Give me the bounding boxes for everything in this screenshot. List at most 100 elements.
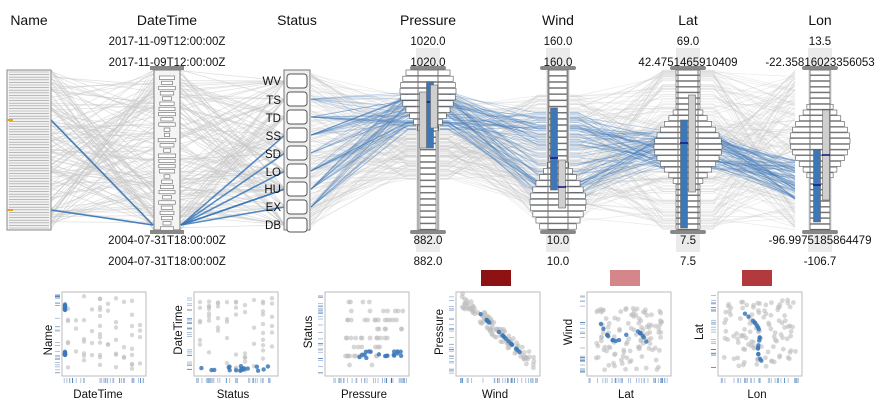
datetime-top-handle[interactable] bbox=[150, 66, 184, 70]
scatterplot-point bbox=[113, 325, 119, 330]
scatterplot-highlight-point bbox=[746, 314, 751, 319]
color-swatch-lon-lat[interactable] bbox=[742, 270, 772, 286]
axis-header-lon[interactable]: Lon bbox=[808, 12, 831, 28]
pressure-histogram-bar bbox=[402, 75, 454, 82]
scatterplot-highlight-point bbox=[638, 330, 643, 336]
pressure-bottom-handle[interactable] bbox=[410, 230, 446, 234]
scatterplot-point bbox=[777, 353, 783, 359]
scatterplot-point bbox=[97, 313, 103, 319]
scatterplot-point bbox=[260, 301, 266, 306]
axis-header-status[interactable]: Status bbox=[277, 12, 317, 28]
status-label-ss[interactable]: SS bbox=[266, 131, 282, 143]
lat-top-handle[interactable] bbox=[670, 66, 706, 70]
scatterplot-highlight-point bbox=[517, 349, 522, 355]
lat-bottom-handle[interactable] bbox=[670, 230, 706, 234]
scatterplot-point bbox=[129, 312, 135, 318]
status-category-db[interactable] bbox=[286, 217, 308, 233]
wind-histogram-bar bbox=[543, 168, 573, 175]
scatterplot-point bbox=[638, 338, 644, 344]
scatterplot-point bbox=[649, 312, 654, 318]
axis-header-pressure[interactable]: Pressure bbox=[400, 12, 456, 28]
scatterplot-point bbox=[605, 324, 611, 330]
axis-header-datetime[interactable]: DateTime bbox=[137, 12, 197, 28]
status-label-hu[interactable]: HU bbox=[264, 184, 281, 196]
status-label-sd[interactable]: SD bbox=[265, 149, 281, 161]
wind-histogram-bar bbox=[548, 69, 568, 76]
wind-histogram-bar bbox=[548, 137, 568, 144]
scatter-4-ylabel: Pressure bbox=[434, 309, 446, 355]
scatterplot-point bbox=[654, 367, 660, 372]
color-swatch-wind-pressure[interactable] bbox=[481, 270, 511, 286]
datetime-histogram-bar bbox=[161, 80, 173, 85]
datetime-bottom-handle[interactable] bbox=[150, 230, 184, 234]
scatterplot-point bbox=[215, 316, 221, 321]
scatterplot-point bbox=[785, 300, 791, 306]
status-category-sd[interactable] bbox=[286, 145, 308, 161]
lon-top-handle[interactable] bbox=[802, 66, 838, 70]
scatterplot-point bbox=[121, 354, 127, 360]
status-category-ts[interactable] bbox=[286, 91, 308, 107]
status-category-hu[interactable] bbox=[286, 181, 308, 197]
pressure-histogram-bar bbox=[419, 223, 437, 230]
pressure-min-outer: 882.0 bbox=[414, 256, 443, 268]
scatterplot-point bbox=[612, 351, 618, 357]
scatterplot-point bbox=[65, 341, 71, 346]
datetime-histogram-bar bbox=[158, 169, 176, 174]
axis-header-name[interactable]: Name bbox=[10, 12, 48, 28]
wind-bottom-handle[interactable] bbox=[540, 230, 576, 234]
lat-histogram-bar bbox=[675, 195, 701, 201]
status-label-ts[interactable]: TS bbox=[266, 95, 281, 107]
scatterplot-point bbox=[345, 317, 351, 323]
scatterplot-highlight-point bbox=[391, 349, 397, 354]
lat-histogram-bar bbox=[664, 121, 712, 127]
wind-top-handle[interactable] bbox=[540, 66, 576, 70]
status-label-lo[interactable]: LO bbox=[266, 167, 281, 179]
scatterplot-point bbox=[643, 365, 649, 371]
scatterplot-point bbox=[782, 318, 788, 324]
scatterplot-highlight-point bbox=[199, 365, 204, 371]
scatterplot-point bbox=[206, 314, 212, 319]
wind-histogram-bar bbox=[548, 125, 568, 132]
status-label-ex[interactable]: EX bbox=[266, 202, 282, 214]
scatterplot-point bbox=[657, 308, 663, 314]
datetime-histogram-bar bbox=[163, 127, 171, 132]
pressure-histogram-bar bbox=[419, 211, 437, 218]
scatterplot-point bbox=[65, 317, 71, 322]
color-swatch-lat-wind[interactable] bbox=[610, 270, 640, 286]
scatterplot-point bbox=[722, 335, 728, 341]
datetime-histogram-bar bbox=[160, 205, 174, 210]
status-category-lo[interactable] bbox=[286, 163, 308, 179]
datetime-histogram-bar bbox=[158, 164, 176, 169]
scatterplot-point bbox=[611, 360, 616, 366]
scatterplot-3[interactable] bbox=[324, 291, 410, 377]
scatter-2-xlabel: Status bbox=[217, 389, 250, 401]
lat-box-plot bbox=[680, 119, 688, 229]
lon-bottom-handle[interactable] bbox=[802, 230, 838, 234]
status-category-ex[interactable] bbox=[286, 199, 308, 215]
status-category-wv[interactable] bbox=[286, 73, 308, 89]
scatterplot-point bbox=[755, 300, 761, 306]
scatterplot-point bbox=[656, 326, 662, 332]
highlight-line bbox=[50, 119, 154, 226]
scatterplot-point bbox=[518, 354, 524, 359]
scatterplot-highlight-point bbox=[395, 351, 400, 356]
scatterplot-highlight-point bbox=[265, 364, 271, 369]
status-category-ss[interactable] bbox=[286, 127, 308, 143]
scatterplot-point bbox=[731, 356, 737, 362]
scatterplot-point bbox=[617, 328, 622, 333]
axis-header-lat[interactable]: Lat bbox=[678, 12, 698, 28]
status-category-td[interactable] bbox=[286, 109, 308, 125]
scatterplot-highlight-point bbox=[502, 335, 507, 340]
status-label-wv[interactable]: WV bbox=[262, 76, 281, 88]
highlight-line bbox=[50, 209, 154, 226]
highlight-line bbox=[180, 188, 286, 226]
axis-header-wind[interactable]: Wind bbox=[542, 12, 574, 28]
scatterplot-point bbox=[787, 350, 793, 355]
status-label-td[interactable]: TD bbox=[266, 113, 281, 125]
scatterplot-point bbox=[490, 323, 495, 329]
scatterplot-highlight-point bbox=[62, 304, 68, 310]
status-label-db[interactable]: DB bbox=[265, 220, 281, 232]
pressure-top-handle[interactable] bbox=[410, 66, 446, 70]
lat-histogram-bar bbox=[675, 201, 701, 207]
scatter-3-xlabel: Pressure bbox=[341, 389, 387, 401]
